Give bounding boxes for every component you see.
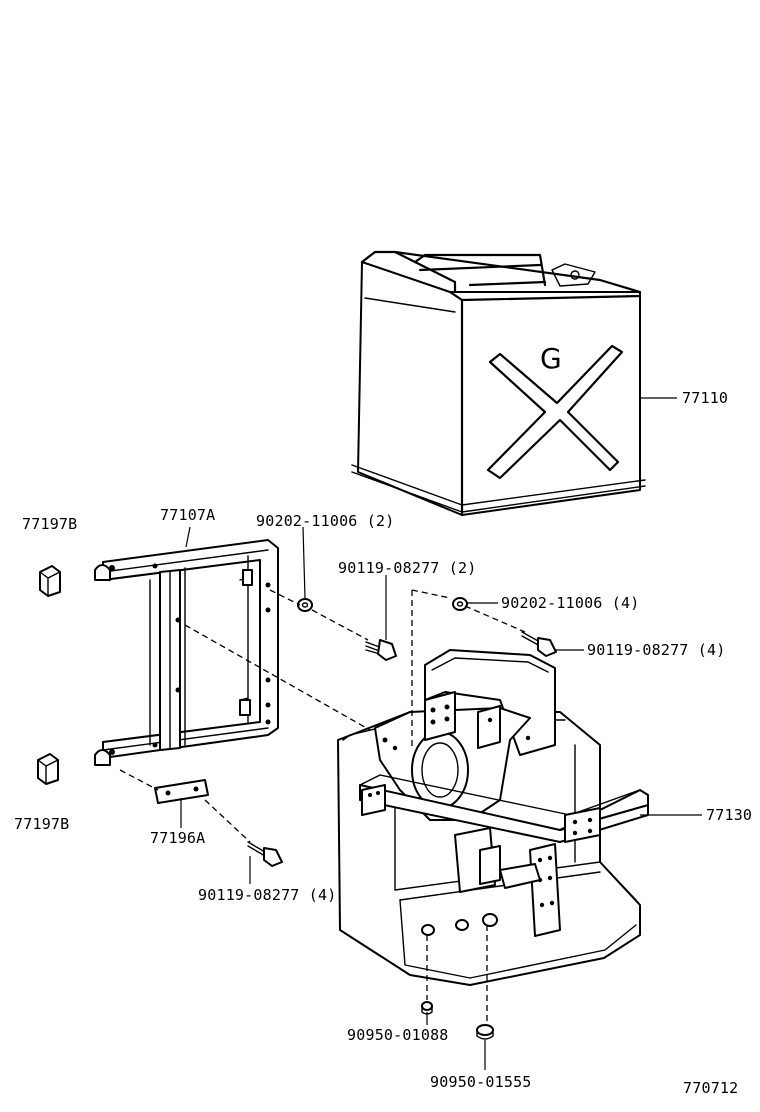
end-cap-top bbox=[39, 565, 61, 597]
bolt-right bbox=[521, 631, 557, 657]
washer-left bbox=[297, 598, 313, 612]
label-bolt-upper: 90119-08277 (2) bbox=[338, 559, 477, 577]
jerry-can: G bbox=[351, 250, 646, 517]
label-can: 77110 bbox=[682, 389, 729, 407]
label-bolt-lower: 90119-08277 (4) bbox=[198, 886, 337, 904]
grommet-small bbox=[421, 1001, 433, 1015]
end-cap-bottom bbox=[37, 753, 59, 785]
label-cap-bottom: 77197B bbox=[14, 815, 70, 833]
washer-right bbox=[452, 597, 468, 611]
svg-text:G: G bbox=[540, 342, 562, 375]
label-holder: 77130 bbox=[706, 806, 753, 824]
label-grommet-small: 90950-01088 bbox=[347, 1026, 449, 1044]
label-washer-left: 90202-11006 (2) bbox=[256, 512, 395, 530]
bolt-lower bbox=[247, 841, 283, 867]
label-bracket: 77196A bbox=[150, 829, 206, 847]
can-holder bbox=[337, 649, 649, 986]
figure-number: 770712 bbox=[683, 1079, 739, 1097]
leader-lines bbox=[180, 397, 702, 1070]
label-frame: 77107A bbox=[160, 506, 216, 524]
mounting-frame bbox=[94, 539, 279, 766]
assembly-lines bbox=[119, 589, 526, 1025]
label-cap-top: 77197B bbox=[22, 515, 78, 533]
grommet-large bbox=[476, 1024, 494, 1040]
label-bolt-right: 90119-08277 (4) bbox=[587, 641, 726, 659]
label-grommet-large: 90950-01555 bbox=[430, 1073, 532, 1091]
label-washer-right: 90202-11006 (4) bbox=[501, 594, 640, 612]
bolt-upper bbox=[365, 639, 397, 661]
bracket-plate bbox=[154, 779, 209, 804]
